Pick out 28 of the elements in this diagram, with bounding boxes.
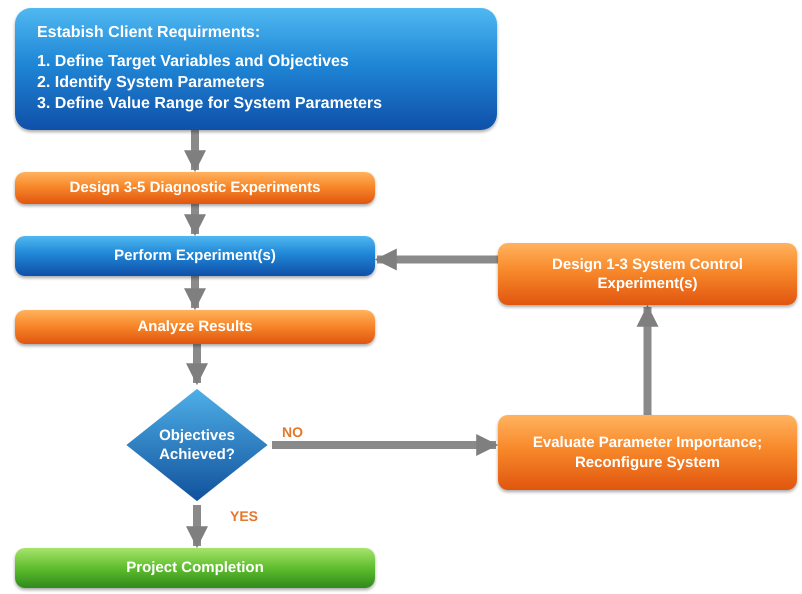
arrow [272,434,498,456]
arrow [636,304,658,415]
process-box [15,548,375,588]
list-item: 3. Define Value Range for System Parameters [37,94,382,114]
box-label: Analyze Results [137,317,253,337]
box-label: Design 3-5 Diagnostic Experiments [70,178,320,198]
arrow [186,505,208,548]
process-box [15,8,497,130]
process-box [15,236,375,276]
arrow [184,204,206,236]
process-box [498,243,797,305]
box-label: Evaluate Parameter Importance; Reconfigure System [532,433,764,472]
edge-label: YES [230,508,258,524]
arrow [184,276,206,310]
box-heading: Estabish Client Requirments: [37,23,260,44]
box-label: Perform Experiment(s) [114,246,276,266]
list-item: 2. Identify System Parameters [37,73,265,93]
process-box [498,415,797,490]
process-box [15,172,375,204]
arrow [184,130,206,172]
arrow [186,344,208,386]
arrow [374,248,498,270]
box-label: Project Completion [126,558,264,578]
edge-label: NO [282,424,303,440]
process-box [15,310,375,344]
box-label: Design 1-3 System Control Experiment(s) [551,254,744,294]
list-item: 1. Define Target Variables and Objectives [37,52,349,72]
decision-label: Objectives Achieved? [158,426,236,464]
